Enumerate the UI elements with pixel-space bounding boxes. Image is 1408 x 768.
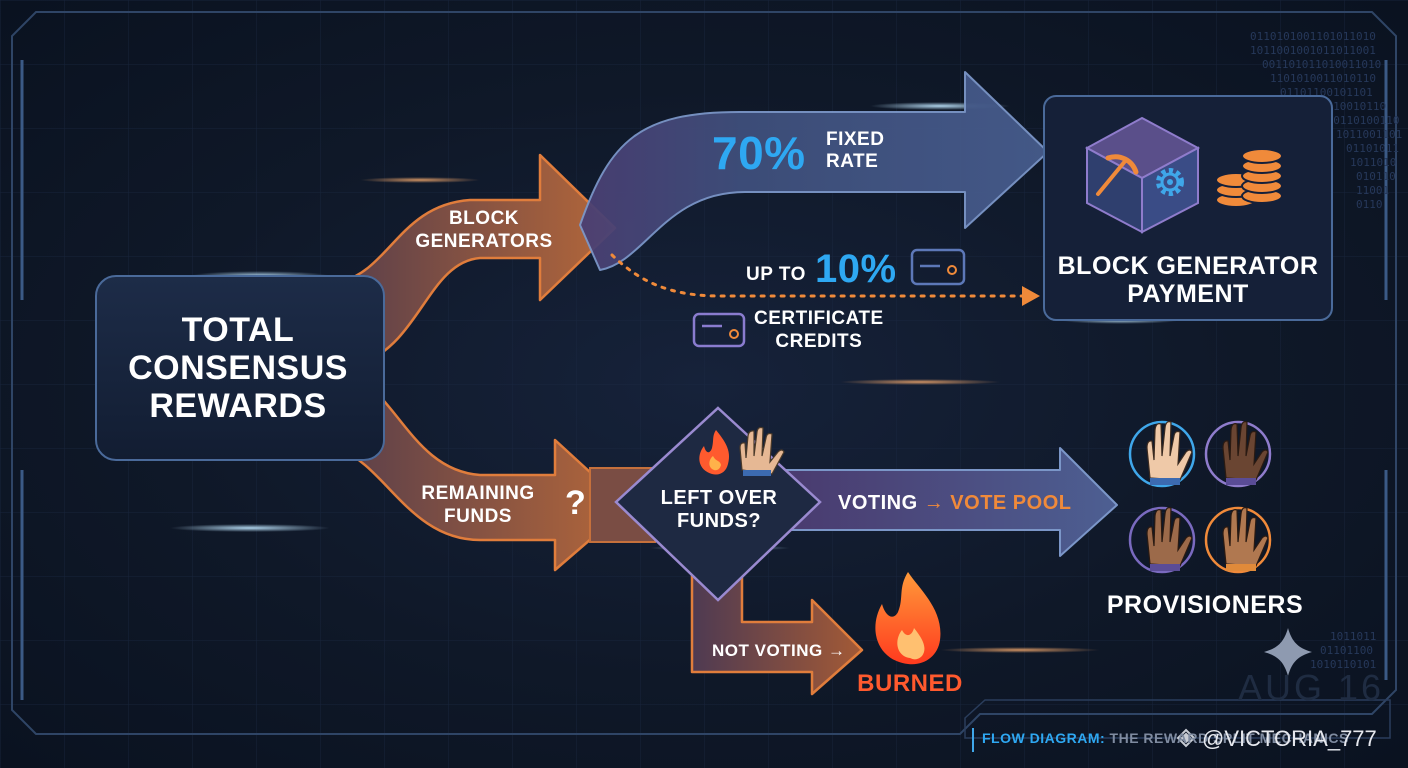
gear-icon <box>1156 168 1184 196</box>
source-title-line: CONSENSUS <box>128 349 348 387</box>
watermark-handle: @VICTORIA_777 <box>1202 726 1377 751</box>
label-line: CERTIFICATE <box>754 308 884 329</box>
fire-icon <box>699 430 730 475</box>
vote-pool-text: VOTE POOL <box>950 492 1072 514</box>
svg-text:1011001001011011001: 1011001001011011001 <box>1250 44 1376 57</box>
glow-accent <box>940 647 1100 653</box>
label-line: REMAINING <box>421 483 535 504</box>
flow-voting <box>779 447 1118 557</box>
voting-arrow: → <box>923 492 945 514</box>
payment-label: BLOCK GENERATOR PAYMENT <box>1058 252 1319 308</box>
pickaxe-icon <box>1096 154 1139 196</box>
not-voting-text: NOT VOTING <box>712 641 823 660</box>
provisioner-hand-icon <box>1204 420 1272 488</box>
flow-certificate-credits <box>610 253 1024 298</box>
source-box <box>95 275 385 461</box>
label-line: BLOCK <box>448 208 520 229</box>
label-line: BLOCK GENERATOR <box>1057 252 1319 280</box>
provisioner-hand-icon <box>1204 506 1272 574</box>
burned-label: BURNED <box>857 670 963 697</box>
glow-accent <box>840 379 1000 385</box>
card-icon <box>692 312 746 348</box>
sparkle-icon <box>1264 628 1312 676</box>
svg-text:0110101001101011010: 0110101001101011010 <box>1250 30 1376 43</box>
svg-text:010110100110: 010110100110 <box>1320 114 1399 127</box>
certificate-credits-label: CERTIFICATE CREDITS <box>754 307 884 353</box>
not-voting-arrow: → <box>828 641 846 660</box>
footer-prefix: FLOW DIAGRAM: <box>982 730 1106 746</box>
svg-text:01101011: 01101011 <box>1346 142 1399 155</box>
source-title-line: TOTAL <box>181 311 295 349</box>
flow-to-block-generators <box>338 153 617 364</box>
label-line: FIXED <box>826 129 885 150</box>
provisioner-hand-icon <box>1128 506 1196 574</box>
fire-icon <box>875 572 941 665</box>
svg-text:1011001101: 1011001101 <box>1336 128 1402 141</box>
up-to-percent: 10% <box>815 247 897 291</box>
remaining-funds-label: REMAINING FUNDS <box>421 482 534 528</box>
source-title-line: REWARDS <box>149 387 327 425</box>
fixed-rate-label: FIXED RATE <box>826 129 884 173</box>
footer-text: THE REWARD SPLIT MECHANICS <box>1109 730 1349 746</box>
fixed-rate-percent: 70% <box>712 127 806 179</box>
watermark-logo-icon <box>1176 728 1196 748</box>
flow-not-voting <box>690 568 864 696</box>
label-line: CREDITS <box>775 331 863 352</box>
label-line: LEFT OVER <box>660 487 778 509</box>
decision-label: LEFT OVER FUNDS? <box>661 487 778 533</box>
voting-text: VOTING <box>838 492 918 514</box>
glow-accent <box>170 524 330 532</box>
hand-icon <box>739 426 785 476</box>
outer-frame <box>11 11 1397 735</box>
coins-icon <box>1215 148 1283 208</box>
block-generators-label: BLOCK GENERATORS <box>415 207 552 253</box>
svg-text:0110: 0110 <box>1356 198 1383 211</box>
label-line: FUNDS <box>444 506 512 527</box>
label-line: PAYMENT <box>1127 280 1249 308</box>
glow-accent <box>360 177 480 183</box>
up-to-label: UP TO <box>746 264 806 285</box>
question-mark: ? <box>565 484 587 522</box>
watermark-date: AUG 16 <box>1238 667 1385 708</box>
provisioners-label: PROVISIONERS <box>1106 591 1304 619</box>
label-line: GENERATORS <box>415 231 553 252</box>
svg-text:1011011: 1011011 <box>1330 630 1376 643</box>
voting-label: VOTING → VOTE POOL <box>838 491 1071 515</box>
svg-text:1010110101: 1010110101 <box>1310 658 1376 671</box>
footer-accent <box>972 728 974 752</box>
svg-text:1101010011010110: 1101010011010110 <box>1270 72 1376 85</box>
label-line: RATE <box>826 151 879 172</box>
svg-text:010110: 010110 <box>1356 170 1396 183</box>
not-voting-label: NOT VOTING → <box>712 641 846 661</box>
svg-text:11001: 11001 <box>1356 184 1389 197</box>
footer-caption: FLOW DIAGRAM: THE REWARD SPLIT MECHANICS <box>982 729 1349 747</box>
svg-text:1011010: 1011010 <box>1350 156 1396 169</box>
label-line: FUNDS? <box>676 510 762 532</box>
card-icon <box>910 248 966 286</box>
svg-text:01101100: 01101100 <box>1320 644 1373 657</box>
certificate-arrowhead <box>1022 286 1040 306</box>
provisioner-hand-icon <box>1128 420 1196 488</box>
source-title: TOTAL CONSENSUS REWARDS <box>128 311 348 425</box>
footer-frame <box>964 699 1391 739</box>
svg-text:001101011010011010: 001101011010011010 <box>1262 58 1381 71</box>
